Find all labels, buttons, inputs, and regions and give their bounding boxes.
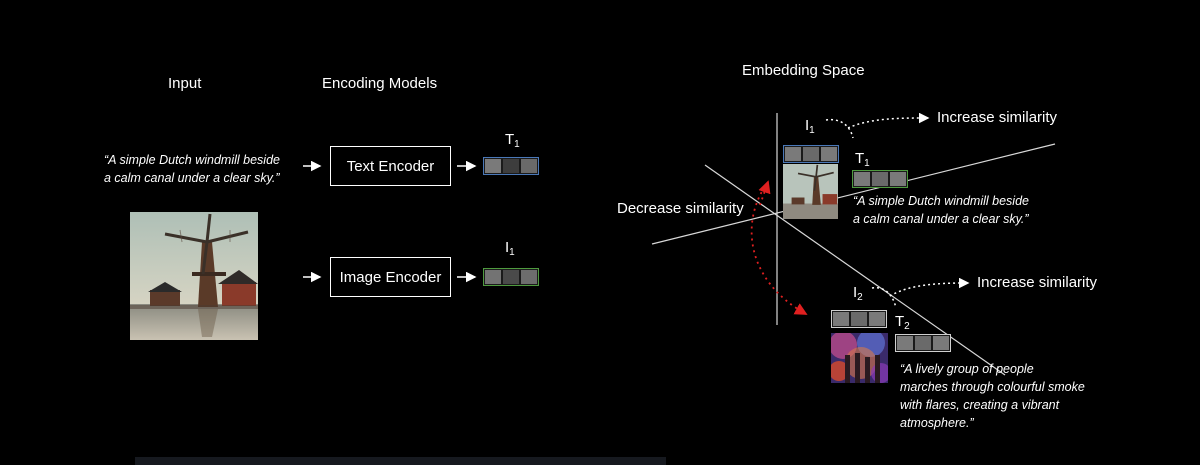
space-i1-label: I1 [805, 117, 815, 136]
caption-line: a calm canal under a clear sky.” [853, 212, 1029, 226]
t1-label: T1 [505, 131, 520, 150]
image-encoder-box: Image Encoder [330, 257, 451, 297]
axis-diagonal-up [651, 143, 1056, 245]
increase-similarity-label-1: Increase similarity [937, 109, 1058, 126]
input-caption: “A simple Dutch windmill beside a calm c… [104, 151, 280, 187]
space-t1-label: T1 [855, 150, 870, 169]
embedding-space-heading: Embedding Space [742, 62, 865, 79]
text-encoder-box: Text Encoder [330, 146, 451, 186]
input-caption-line: a calm canal under a clear sky.” [104, 171, 280, 185]
encoding-models-heading: Encoding Models [322, 75, 438, 92]
space-t1-vector [852, 170, 908, 188]
caption-line: marches through colourful smoke [900, 380, 1085, 394]
space-t2-vector [895, 334, 951, 352]
increase-similarity-arrow-1 [847, 112, 930, 129]
input-heading: Input [168, 75, 202, 92]
caption-line: “A lively group of people [900, 362, 1034, 376]
axis-diagonal-down [704, 164, 1006, 376]
i1-t1-link [825, 118, 854, 139]
i2-t2-link [871, 287, 897, 309]
input-caption-line: “A simple Dutch windmill beside [104, 153, 280, 167]
decrease-similarity-label: Decrease similarity [617, 200, 744, 217]
i1-vector [483, 268, 539, 286]
increase-similarity-label-2: Increase similarity [977, 274, 1098, 291]
t1-vector [483, 157, 539, 175]
space-i1-vector [783, 145, 839, 163]
space-i2-vector [831, 310, 887, 328]
space-windmill-image [783, 164, 838, 219]
caption-line: with flares, creating a vibrant [900, 398, 1060, 412]
space-crowd-caption: “A lively group of people marches throug… [900, 360, 1085, 432]
decrease-similarity-arrow [750, 181, 808, 315]
bottom-scroll-bar [135, 457, 666, 465]
i1-label: I1 [505, 239, 515, 258]
space-t2-label: T2 [895, 313, 910, 332]
space-i2-label: I2 [853, 284, 863, 303]
space-windmill-caption: “A simple Dutch windmill beside a calm c… [853, 192, 1029, 228]
caption-line: atmosphere.” [900, 416, 974, 430]
caption-line: “A simple Dutch windmill beside [853, 194, 1029, 208]
increase-similarity-arrow-2 [889, 277, 970, 297]
crowd-smoke-image [831, 333, 888, 383]
windmill-image [130, 212, 258, 340]
